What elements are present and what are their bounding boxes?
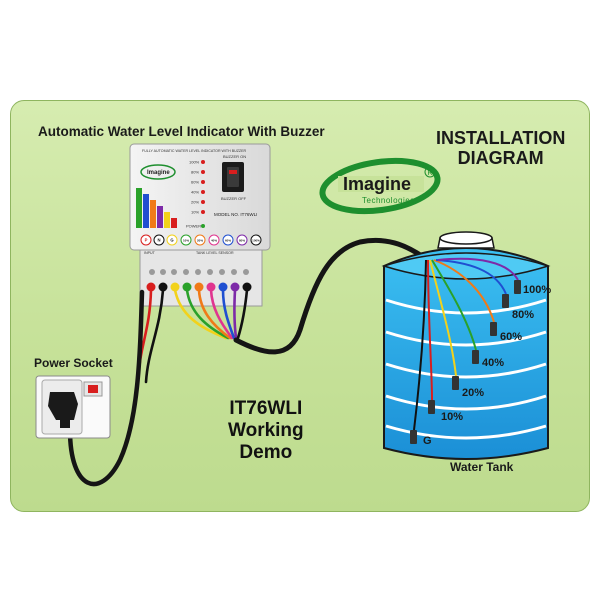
water-tank: 100% 80% 60% 40% 20% 10% G <box>381 231 551 460</box>
tank-level-sensor-label: TANK LEVEL SENSOR <box>196 251 234 255</box>
water-level-indicator-device: FULLY AUTOMATIC WATER LEVEL INDICATOR WI… <box>129 143 271 307</box>
model-line2: Working <box>228 420 304 441</box>
led-column <box>201 160 205 228</box>
terminal-p <box>140 234 152 246</box>
level-label-20: 20% <box>462 387 484 399</box>
model-demo-caption: IT76WLI Working Demo <box>228 398 304 464</box>
led-power-icon <box>201 224 205 228</box>
device-wires <box>136 288 249 384</box>
model-line1: IT76WLI <box>229 398 303 419</box>
terminal-g <box>166 234 178 246</box>
terminal-n <box>153 234 165 246</box>
water-tank-label: Water Tank <box>450 460 514 474</box>
tank-ribs <box>385 298 547 440</box>
level-bars-graphic <box>136 188 177 228</box>
led-40-icon <box>201 190 205 194</box>
brand-logo: Imagine Technologies R <box>319 157 441 215</box>
installation-heading: INSTALLATION DIAGRAM <box>436 128 565 168</box>
brand-subtitle: Technologies <box>362 196 415 205</box>
terminal-20 <box>194 234 206 246</box>
led-label-20: 20% <box>191 200 199 205</box>
terminal-label-100: 100% <box>252 239 260 243</box>
led-label-40: 40% <box>191 190 199 195</box>
terminal-60 <box>222 234 234 246</box>
terminal-label-40: 40% <box>211 239 217 243</box>
level-label-100: 100% <box>523 284 551 296</box>
registered-mark: R <box>428 170 433 177</box>
power-socket-label: Power Socket <box>34 356 113 370</box>
terminal-10 <box>180 234 192 246</box>
level-label-80: 80% <box>512 309 534 321</box>
power-cable <box>67 289 145 487</box>
terminal-wire-ends <box>146 282 252 292</box>
device-header-text: FULLY AUTOMATIC WATER LEVEL INDICATOR WI… <box>142 149 246 153</box>
probes <box>410 280 521 444</box>
terminal-100 <box>250 234 262 246</box>
model-line3: Demo <box>239 442 293 463</box>
led-10-icon <box>201 210 205 214</box>
led-80-icon <box>201 170 205 174</box>
terminal-row <box>140 234 262 246</box>
terminal-label-80: 80% <box>239 239 245 243</box>
led-label-100: 100% <box>189 160 200 165</box>
terminal-label-n: N <box>157 238 160 243</box>
level-label-10: 10% <box>441 411 463 423</box>
buzzer-on-label: BUZZER ON <box>223 154 246 159</box>
led-label-10: 10% <box>191 210 199 215</box>
terminal-label-60: 60% <box>225 239 231 243</box>
terminal-label-p: P <box>145 238 148 243</box>
plug-icon <box>48 392 78 420</box>
terminal-label-10: 10% <box>183 239 189 243</box>
input-label: INPUT <box>144 251 156 255</box>
model-number-label: MODEL NO. IT76WLI <box>214 212 257 217</box>
led-label-80: 80% <box>191 170 199 175</box>
device-front-panel <box>129 143 271 251</box>
registered-mark-icon <box>424 166 436 178</box>
logo-swoosh-icon <box>319 157 441 215</box>
device-logo-icon <box>140 164 176 180</box>
terminal-label-20: 20% <box>197 239 203 243</box>
level-label-40: 40% <box>482 357 504 369</box>
installation-heading-line2: DIAGRAM <box>457 148 544 168</box>
buzzer-off-label: BUZZER OFF <box>221 196 247 201</box>
terminal-label-g: G <box>170 238 173 243</box>
led-20-icon <box>201 200 205 204</box>
device-logo-text: Imagine <box>147 170 170 176</box>
sensor-cable <box>233 237 428 355</box>
terminal-40 <box>208 234 220 246</box>
power-socket <box>35 375 111 439</box>
diagram-title: Automatic Water Level Indicator With Buz… <box>38 124 325 139</box>
level-label-60: 60% <box>500 331 522 343</box>
terminal-screws <box>149 269 249 275</box>
level-label-g: G <box>423 435 432 447</box>
led-100-icon <box>201 160 205 164</box>
probe-wires <box>413 257 519 431</box>
led-60-icon <box>201 180 205 184</box>
terminal-80 <box>236 234 248 246</box>
led-label-60: 60% <box>191 180 199 185</box>
installation-heading-line1: INSTALLATION <box>436 128 566 148</box>
led-label-power: POWER <box>186 224 201 229</box>
brand-name: Imagine <box>343 174 411 194</box>
